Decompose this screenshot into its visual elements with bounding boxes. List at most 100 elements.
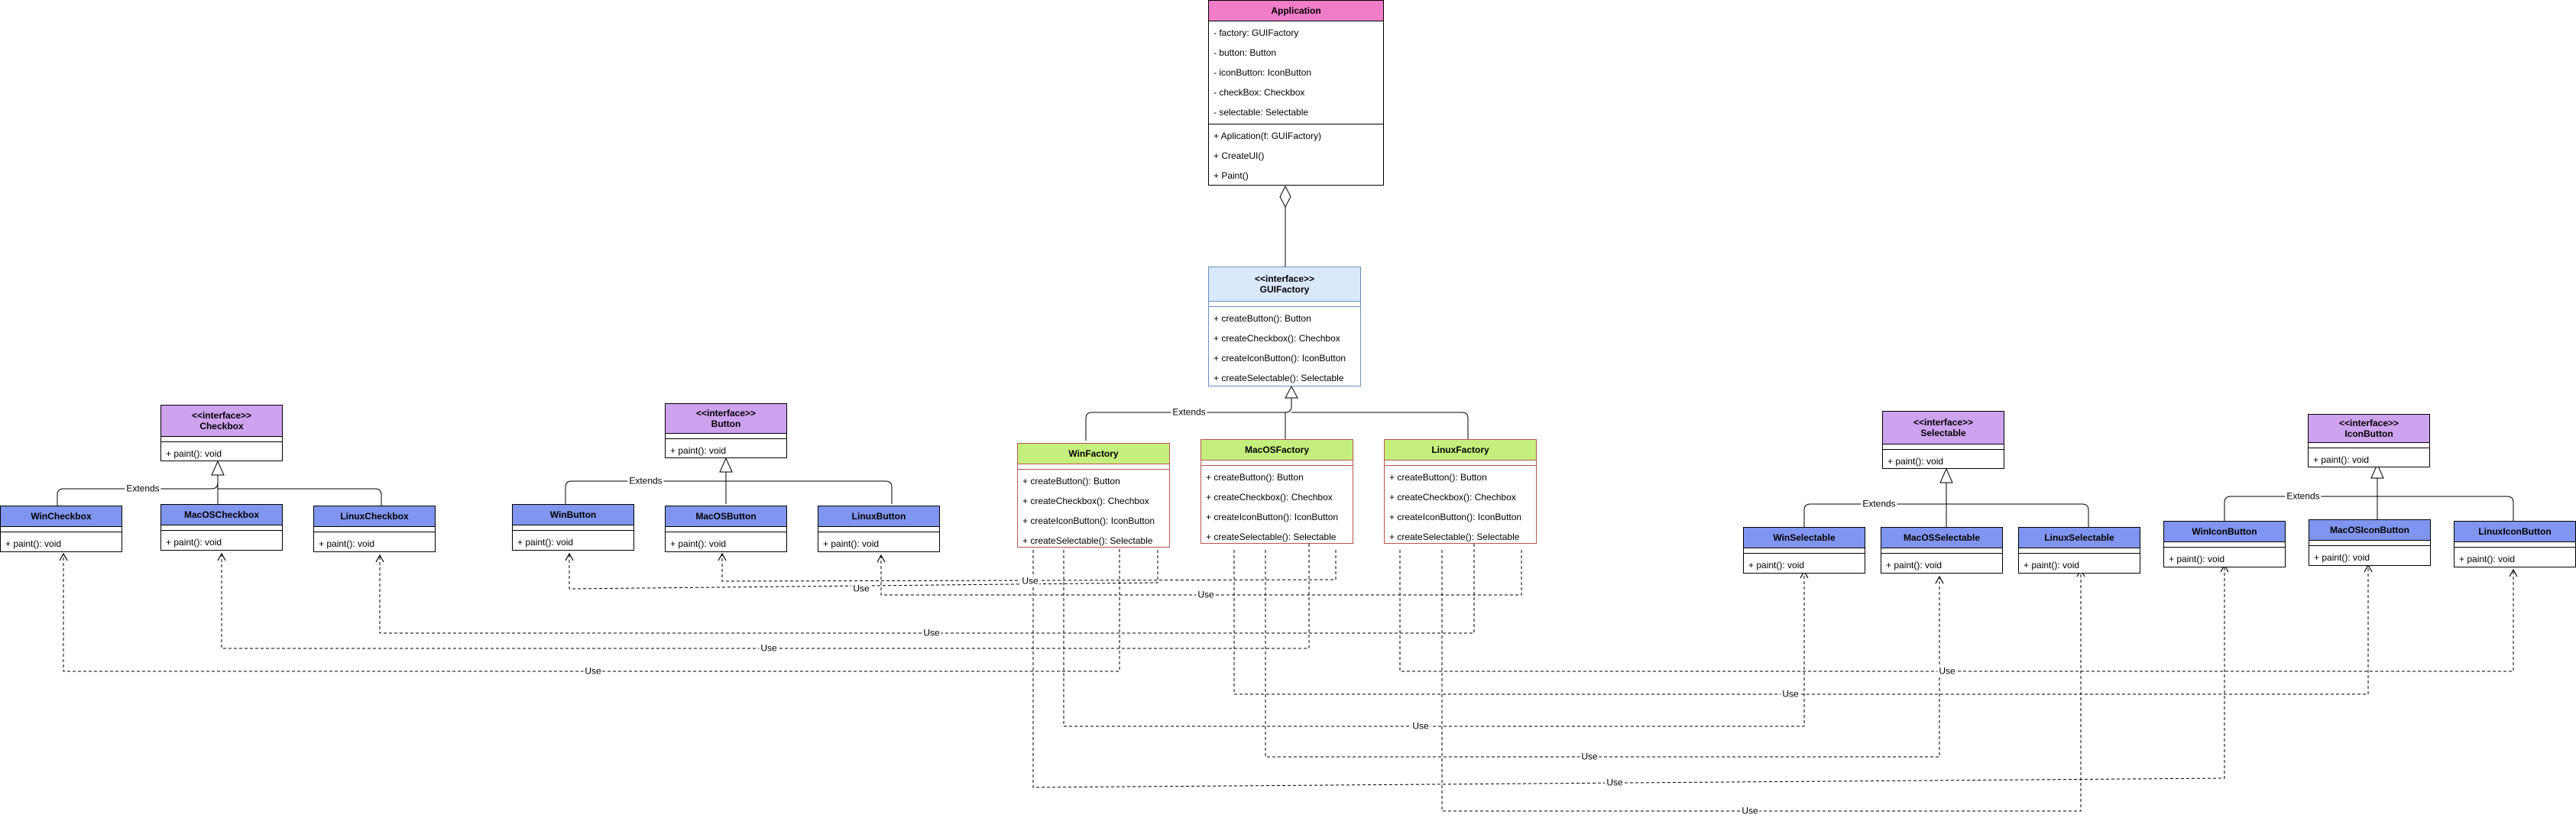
method-create-selectable: + createSelectable(): Selectable [1022,535,1153,546]
class-header: LinuxFactory [1385,440,1536,461]
method-paint: + paint(): void [2313,454,2370,465]
attributes-section [1881,548,2002,554]
attribute-button: - button: Button [1213,47,1277,58]
class-application[interactable]: Application - factory: GUIFactory - butt… [1208,0,1384,186]
method-paint: + paint(): void [319,538,375,549]
class-title: Application [1271,5,1321,16]
attributes-section [1883,444,2004,450]
interface-checkbox[interactable]: <<interface>> Checkbox + paint(): void [160,405,283,461]
methods-section: + paint(): void [161,442,282,465]
methods-section: + paint(): void [2019,554,2140,577]
interface-gui-factory[interactable]: <<interface>> GUIFactory + createButton(… [1208,267,1361,386]
attributes-section [161,525,282,531]
class-linux-icon-button[interactable]: LinuxIconButton + paint(): void [2454,521,2576,567]
extends-edge-linux-checkbox [218,488,382,506]
extends-label-factories: Extends [1171,406,1207,418]
methods-section: + paint(): void [161,531,282,554]
class-title: MacOSSelectable [1903,532,1981,543]
extends-edge-linux-button [726,480,893,504]
class-win-factory[interactable]: WinFactory + createButton(): Button + cr… [1017,443,1170,548]
class-win-icon-button[interactable]: WinIconButton + paint(): void [2163,521,2286,567]
inherit-arrow-selectable [1939,467,1953,483]
methods-section: + createButton(): Button + createCheckbo… [1018,470,1169,552]
method-create-checkbox: + createCheckbox(): Chechbox [1213,333,1340,344]
method-create-checkbox: + createCheckbox(): Chechbox [1022,496,1149,506]
class-header: MacOSButton [666,506,786,527]
method-create-button: + createButton(): Button [1389,472,1487,483]
class-macos-icon-button[interactable]: MacOSIconButton + paint(): void [2309,519,2431,566]
attribute-selectable: - selectable: Selectable [1213,107,1309,118]
interface-icon-button[interactable]: <<interface>> IconButton + paint(): void [2308,414,2430,467]
interface-button[interactable]: <<interface>> Button + paint(): void [665,403,787,458]
class-stereotype: <<interface>> [191,410,252,421]
methods-section: + Aplication(f: GUIFactory) + CreateUI()… [1209,124,1383,187]
extends-edge-win-selectable [1803,483,1947,527]
class-win-checkbox[interactable]: WinCheckbox + paint(): void [0,506,122,552]
class-title: LinuxButton [851,511,906,522]
class-title: LinuxCheckbox [340,511,409,522]
class-title: WinButton [549,509,597,520]
attributes-section [2309,443,2429,448]
class-header: Application [1209,1,1383,21]
class-title: LinuxIconButton [2478,526,2552,537]
class-stereotype: <<interface>> [1254,273,1315,284]
class-linux-button[interactable]: LinuxButton + paint(): void [818,506,940,552]
attributes-section [1,527,122,532]
use-label-win-checkbox: Use [583,665,603,677]
method-paint: + paint(): void [2459,554,2516,564]
attribute-factory: - factory: GUIFactory [1213,27,1299,38]
methods-section: + paint(): void [2164,548,2285,570]
class-macos-checkbox[interactable]: MacOSCheckbox + paint(): void [160,504,283,551]
extends-label-checkboxes: Extends [125,483,161,494]
interface-selectable[interactable]: <<interface>> Selectable + paint(): void [1882,411,2004,469]
extends-edge-win-button [565,472,727,504]
use-label-macos-button: Use [851,583,871,594]
class-header: <<interface>> Selectable [1883,412,2004,444]
attributes-section [314,527,435,532]
class-title: WinFactory [1068,448,1119,459]
methods-section: + paint(): void [1744,554,1865,577]
class-header: WinCheckbox [1,506,122,527]
class-title: Selectable [1920,428,1966,438]
attributes-section [1385,461,1536,466]
use-edge-linux-selectable [1441,550,2085,812]
class-macos-button[interactable]: MacOSButton + paint(): void [665,506,787,552]
use-label-win-button: Use [1020,575,1040,587]
extends-label-selectables: Extends [1861,498,1897,509]
class-win-selectable[interactable]: WinSelectable + paint(): void [1743,527,1865,574]
attributes-section [666,527,786,532]
method-paint: + paint(): void [166,448,222,459]
class-linux-checkbox[interactable]: LinuxCheckbox + paint(): void [313,506,436,552]
class-header: LinuxSelectable [2019,528,2140,548]
methods-section: + paint(): void [314,532,435,555]
methods-section: + createButton(): Button + createCheckbo… [1209,307,1360,389]
methods-section: + paint(): void [666,532,786,555]
class-header: MacOSFactory [1201,440,1353,461]
use-edge-win-icon-button [1032,550,2229,788]
class-stereotype: <<interface>> [2338,418,2399,428]
use-label-win-selectable: Use [1411,720,1431,732]
inherit-arrow-button [719,457,733,473]
attributes-section [2454,542,2575,548]
class-win-button[interactable]: WinButton + paint(): void [512,504,634,551]
class-macos-factory[interactable]: MacOSFactory + createButton(): Button + … [1201,439,1353,544]
class-macos-selectable[interactable]: MacOSSelectable + paint(): void [1881,527,2003,574]
class-title: GUIFactory [1259,284,1310,295]
method-create-button: + createButton(): Button [1206,472,1304,483]
class-stereotype: <<interface>> [1913,417,1974,428]
attribute-icon-button: - iconButton: IconButton [1213,67,1312,78]
class-linux-selectable[interactable]: LinuxSelectable + paint(): void [2018,527,2140,574]
methods-section: + createButton(): Button + createCheckbo… [1201,466,1353,548]
use-edge-macos-selectable [1265,550,1944,758]
extends-edge-linux-selectable [1946,503,2089,527]
method-paint: + paint(): void [1748,560,1805,570]
attributes-section [1018,464,1169,470]
method-paint: + paint(): void [670,445,727,456]
use-label-linux-selectable: Use [1740,805,1760,816]
class-title: WinCheckbox [31,511,92,522]
inherit-arrow-gui-factory [1285,385,1298,399]
class-linux-factory[interactable]: LinuxFactory + createButton(): Button + … [1384,439,1537,544]
method-paint: + paint(): void [1887,456,1944,467]
use-label-macos-checkbox: Use [759,642,779,654]
methods-section: + paint(): void [818,532,939,555]
